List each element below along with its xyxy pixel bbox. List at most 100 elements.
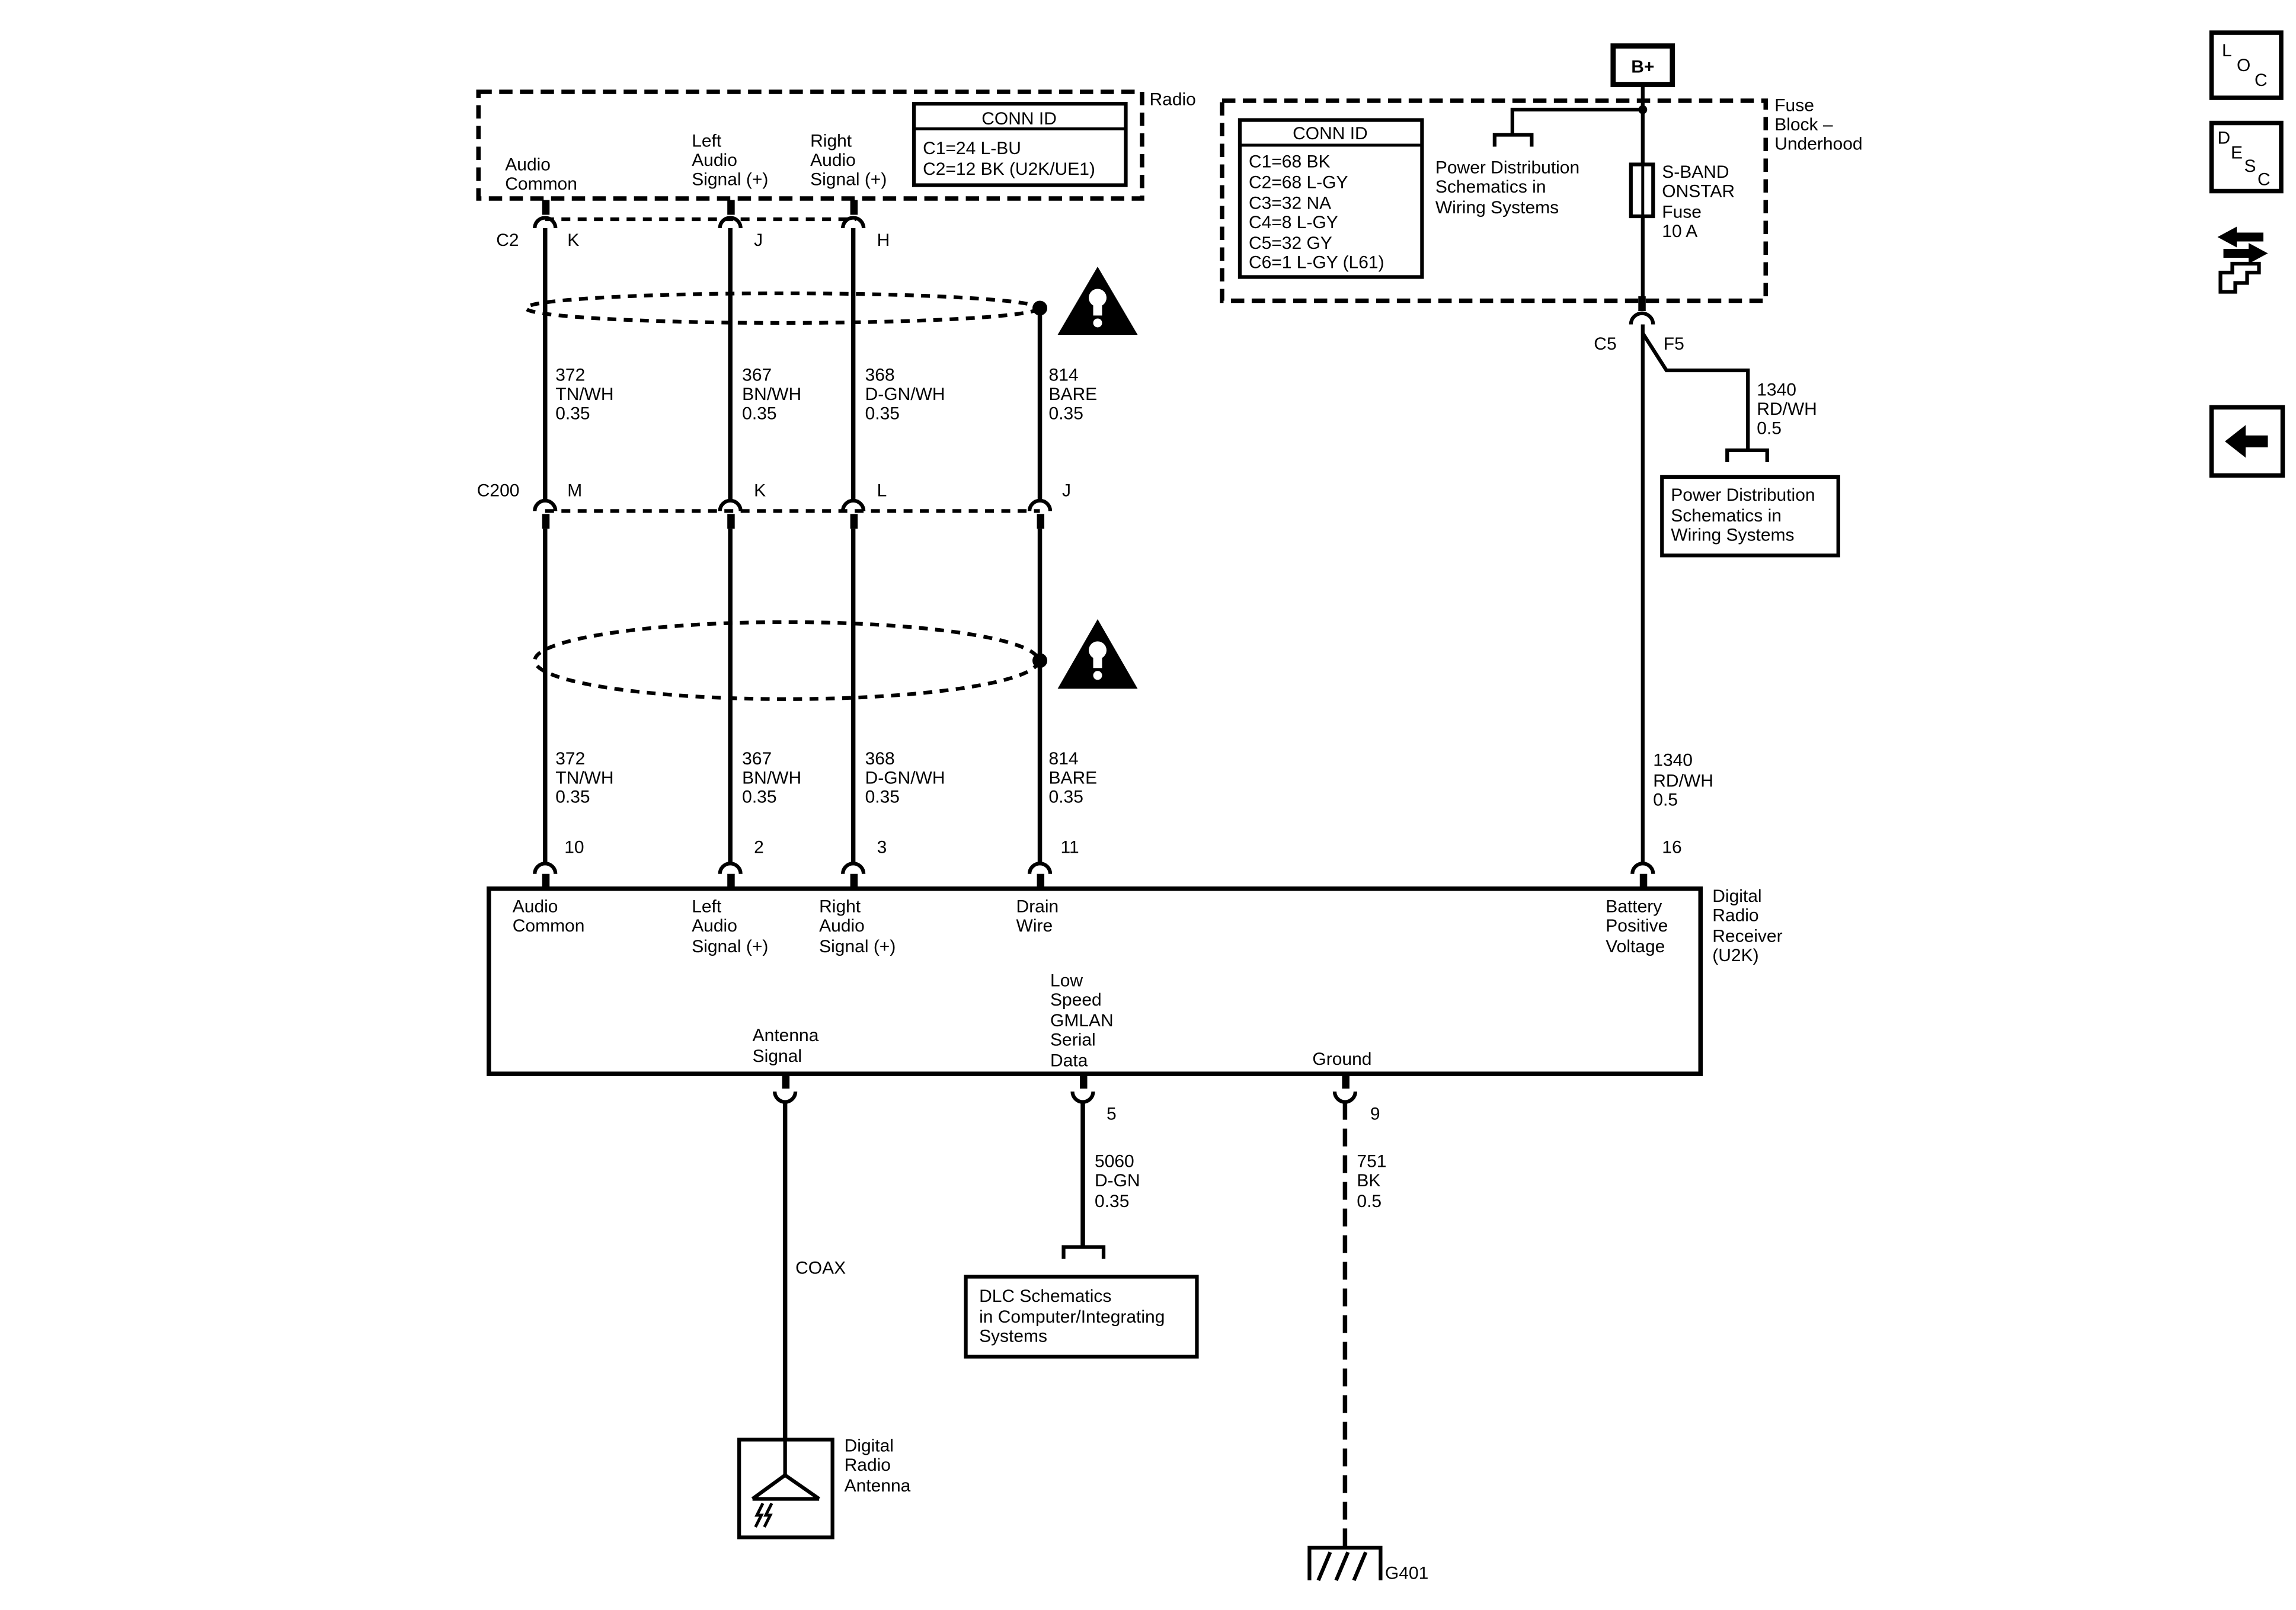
pin-name-line: Antenna: [753, 1026, 819, 1045]
receiver-label-line: Digital: [1712, 886, 1761, 906]
wire-size: 0.35: [1049, 788, 1083, 807]
radio-pin-left-audio: Left Audio Signal (+) J: [692, 132, 768, 250]
pin-name-line: Signal: [753, 1046, 802, 1066]
coax-label: COAX: [795, 1259, 846, 1278]
pin-name-line: Serial: [1050, 1030, 1096, 1050]
wire-circuit: 368: [865, 749, 895, 769]
receiver-component: Digital Radio Receiver (U2K) Audio Commo…: [487, 886, 1783, 1076]
power-ref-line: Wiring Systems: [1435, 198, 1559, 217]
wire-circuit: 5060: [1095, 1152, 1134, 1172]
pin-name-line: Audio: [513, 897, 558, 917]
pin-name-line: Data: [1050, 1051, 1088, 1071]
fuse-icon: [1629, 162, 1655, 219]
cavity-label: K: [567, 231, 579, 250]
wire-size: 0.35: [555, 404, 590, 423]
fuse-label-line: 10 A: [1662, 222, 1697, 241]
wire-circuit: 372: [555, 749, 585, 769]
splice-wire-label: 1340 RD/WH 0.5: [1757, 380, 1817, 438]
wire-size: 0.35: [1049, 404, 1083, 423]
connector-end-view-icon[interactable]: [2217, 226, 2268, 294]
power-ref-line: Schematics in: [1435, 177, 1546, 197]
upper-wires: [543, 228, 1043, 500]
ref-box-line: Schematics in: [1671, 506, 1782, 526]
pin-name-line: Left: [692, 897, 722, 917]
pin-name-line: Signal (+): [819, 937, 896, 956]
wire-color: RD/WH: [1653, 771, 1713, 790]
pin-number: 11: [1061, 838, 1079, 857]
wire-circuit: 814: [1049, 365, 1079, 385]
receiver-pin-gmlan: Low Speed GMLAN Serial Data: [1050, 971, 1114, 1071]
shield-upper: [524, 291, 1041, 325]
conn-id-line: C6=1 L-GY (L61): [1249, 252, 1384, 272]
pin-name-line: Ground: [1312, 1049, 1371, 1069]
receiver-label-line: Receiver: [1712, 927, 1782, 946]
wire-color: BN/WH: [742, 385, 801, 404]
fuse-block-component: Fuse Block – Underhood CONN ID C1=68 BK …: [1220, 43, 1863, 354]
connector-label: C5: [1594, 334, 1616, 354]
fuse-block-label: Block –: [1774, 115, 1833, 135]
radio-conn-id-line: C1=24 L-BU: [923, 139, 1021, 158]
pin-name-line: Low: [1050, 971, 1083, 991]
wire-label-367: 367 BN/WH 0.35: [742, 749, 801, 807]
c200-connector: C200 M K L J: [477, 481, 1071, 529]
ground-icon: [1307, 1545, 1383, 1582]
pin-number: 9: [1370, 1105, 1380, 1124]
drain-splice-upper: [1032, 300, 1048, 316]
back-button[interactable]: [2209, 405, 2285, 478]
conn-id-line: C3=32 NA: [1249, 194, 1331, 213]
wire-size: 0.5: [1357, 1192, 1382, 1211]
wire-size: 0.35: [742, 404, 776, 423]
receiver-pin-antenna: Antenna Signal: [753, 1026, 819, 1066]
pin-number: 10: [564, 838, 584, 857]
antenna-component: Digital Radio Antenna: [737, 1436, 911, 1539]
pin-name-line: Left: [692, 132, 722, 151]
splice-branch: [1641, 324, 1769, 864]
wire-size: 0.35: [865, 788, 900, 807]
desc-button[interactable]: D E S C: [2209, 120, 2284, 194]
receiver-pin-audio-common: Audio Common: [513, 897, 585, 936]
dlc-ref-box: DLC Schematics in Computer/Integrating S…: [964, 1275, 1199, 1359]
wire-circuit: 368: [865, 365, 895, 385]
conn-id-line: C4=8 L-GY: [1249, 213, 1338, 232]
pin-name-line: Common: [513, 916, 585, 936]
wire-color: D-GN/WH: [865, 385, 945, 404]
radio-label: Radio: [1149, 90, 1195, 110]
conn-id-title: CONN ID: [1293, 124, 1368, 143]
cavity-label: J: [754, 231, 763, 250]
wire-color: D-GN/WH: [865, 768, 945, 788]
wire-color: BK: [1357, 1171, 1380, 1190]
fuse-label-line: ONSTAR: [1662, 182, 1735, 201]
wire-color: RD/WH: [1757, 399, 1817, 419]
wire-size: 0.35: [865, 404, 900, 423]
cavity-label: M: [567, 481, 582, 500]
wire-label-814: 814 BARE 0.35: [1049, 749, 1098, 807]
pin-name-line: Right: [819, 897, 861, 917]
pin-name-line: Speed: [1050, 990, 1102, 1010]
ref-box-line: Wiring Systems: [1671, 525, 1794, 545]
wire-circuit: 1340: [1653, 750, 1693, 770]
receiver-pin-left-audio: Left Audio Signal (+): [692, 897, 768, 956]
connector-label: C2: [496, 231, 519, 250]
wire-size: 0.5: [1757, 418, 1782, 438]
pin-name-line: Positive: [1606, 916, 1668, 936]
radio-pin-right-audio: Right Audio Signal (+) H: [810, 132, 890, 250]
wire-circuit: 814: [1049, 749, 1079, 769]
pin-name-line: Audio: [505, 155, 551, 175]
warning-icon: [1057, 619, 1138, 689]
wire-label-814: 814 BARE 0.35: [1049, 365, 1098, 423]
desc-letter: S: [2244, 156, 2256, 176]
pin-number: 16: [1662, 838, 1681, 857]
receiver-label-line: (U2K): [1712, 946, 1758, 965]
wire-circuit: 372: [555, 365, 585, 385]
battery-label: B+: [1631, 57, 1654, 77]
ground-point-label: G401: [1385, 1563, 1428, 1583]
wire-size: 0.35: [555, 788, 590, 807]
loc-button[interactable]: L O C: [2209, 30, 2284, 100]
ref-box-line: Systems: [979, 1327, 1047, 1346]
radio-conn-id-line: C2=12 BK (U2K/UE1): [923, 159, 1095, 179]
radio-pin-audio-common: Audio Common C2 K: [496, 155, 579, 250]
wire-color: BN/WH: [742, 768, 801, 788]
wire-label-368: 368 D-GN/WH 0.35: [865, 365, 945, 423]
wire-label-372: 372 TN/WH 0.35: [555, 365, 613, 423]
